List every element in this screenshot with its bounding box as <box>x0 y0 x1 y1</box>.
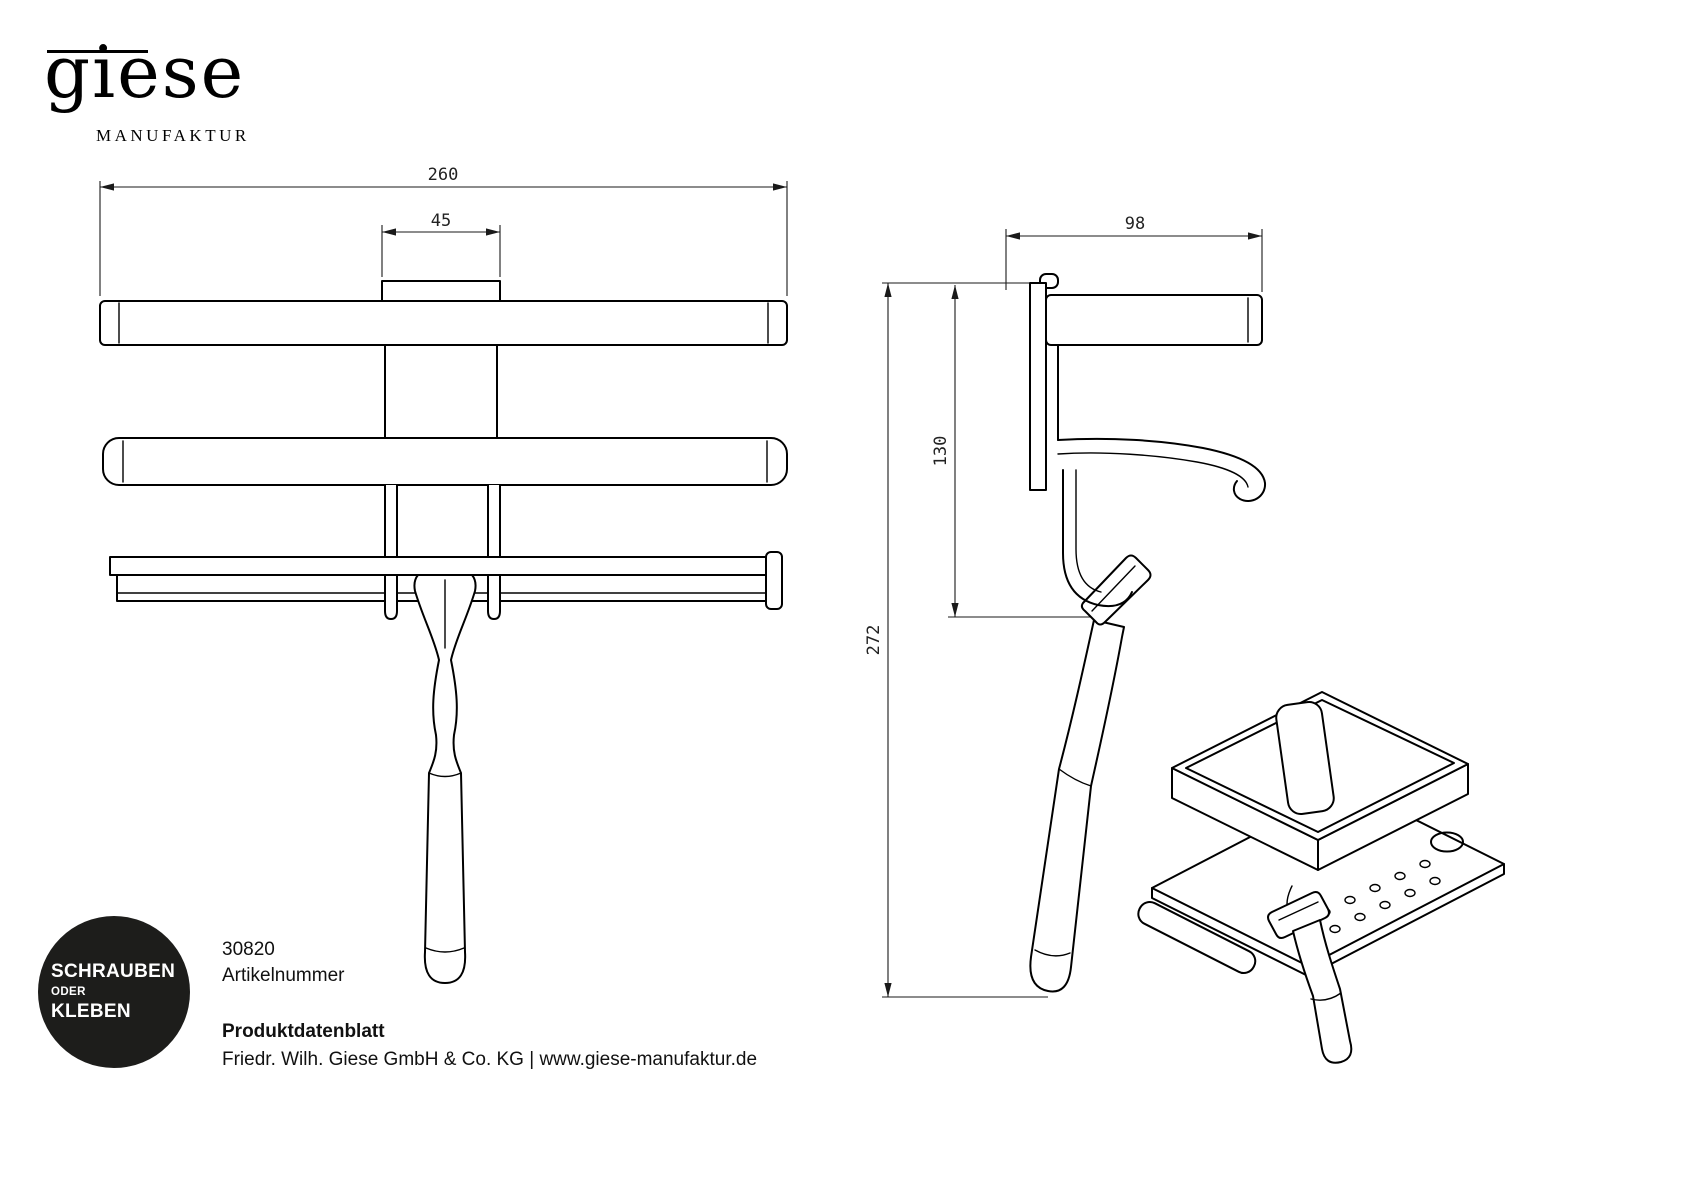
dimension-front-width: 260 <box>99 165 788 296</box>
squeegee-handle <box>413 574 477 984</box>
logo-wordmark: giese <box>44 30 246 114</box>
logo-subtitle: MANUFAKTUR <box>96 126 250 145</box>
wall-mount-plate <box>381 280 501 302</box>
hanger-loop-left-leg <box>384 484 398 620</box>
squeegee-handle-side <box>1029 619 1125 993</box>
top-shelf-bar <box>99 300 788 346</box>
dimension-hook-drop: 130 <box>931 285 1094 618</box>
front-view-object <box>99 280 788 984</box>
article-number-label: Artikelnummer <box>222 965 345 986</box>
dimension-side-depth: 98 <box>1005 214 1263 292</box>
logo-overline <box>47 50 148 53</box>
iso-mounting-rail <box>1137 900 1257 975</box>
isometric-view-drawing <box>1137 691 1505 1064</box>
document-title: Produktdatenblatt <box>222 1021 385 1042</box>
article-number: 30820 <box>222 939 275 960</box>
brand-logo: giese MANUFAKTUR <box>44 18 274 148</box>
squeegee-blade-side <box>1080 554 1152 626</box>
dimension-plate-width: 45 <box>381 211 501 277</box>
dimension-label-45: 45 <box>431 211 451 231</box>
front-view-drawing: 260 45 <box>99 165 788 984</box>
footer-info: 30820 Artikelnummer Produktdatenblatt Fr… <box>222 938 757 1072</box>
badge-line-2: ODER <box>51 986 86 998</box>
dimension-total-height: 272 <box>864 282 1048 998</box>
badge-line-1: SCHRAUBEN <box>51 961 176 982</box>
dimension-label-98: 98 <box>1125 214 1145 234</box>
shelf-side-profile <box>1045 294 1263 346</box>
rail-curl-profile <box>1057 437 1267 502</box>
dimension-label-272: 272 <box>864 625 884 656</box>
wall-plate-side <box>1029 282 1047 491</box>
lower-rail-bar <box>102 437 788 486</box>
iso-squeegee <box>1267 885 1353 1064</box>
squeegee-blade-bar <box>109 556 776 576</box>
side-view-drawing: 98 272 130 <box>864 214 1267 998</box>
hanger-hook-side <box>1062 469 1133 608</box>
badge-line-3: KLEBEN <box>51 1001 131 1022</box>
dimension-label-130: 130 <box>931 436 951 467</box>
squeegee-end-cap <box>765 551 783 610</box>
mounting-option-badge: SCHRAUBEN ODER KLEBEN <box>38 916 190 1068</box>
side-view-object <box>1029 273 1267 993</box>
iso-clip <box>1275 701 1335 815</box>
company-line: Friedr. Wilh. Giese GmbH & Co. KG | www.… <box>222 1049 758 1070</box>
dimension-label-260: 260 <box>428 165 459 185</box>
iso-round-hole <box>1430 831 1464 853</box>
hanger-loop-right-leg <box>487 484 501 620</box>
